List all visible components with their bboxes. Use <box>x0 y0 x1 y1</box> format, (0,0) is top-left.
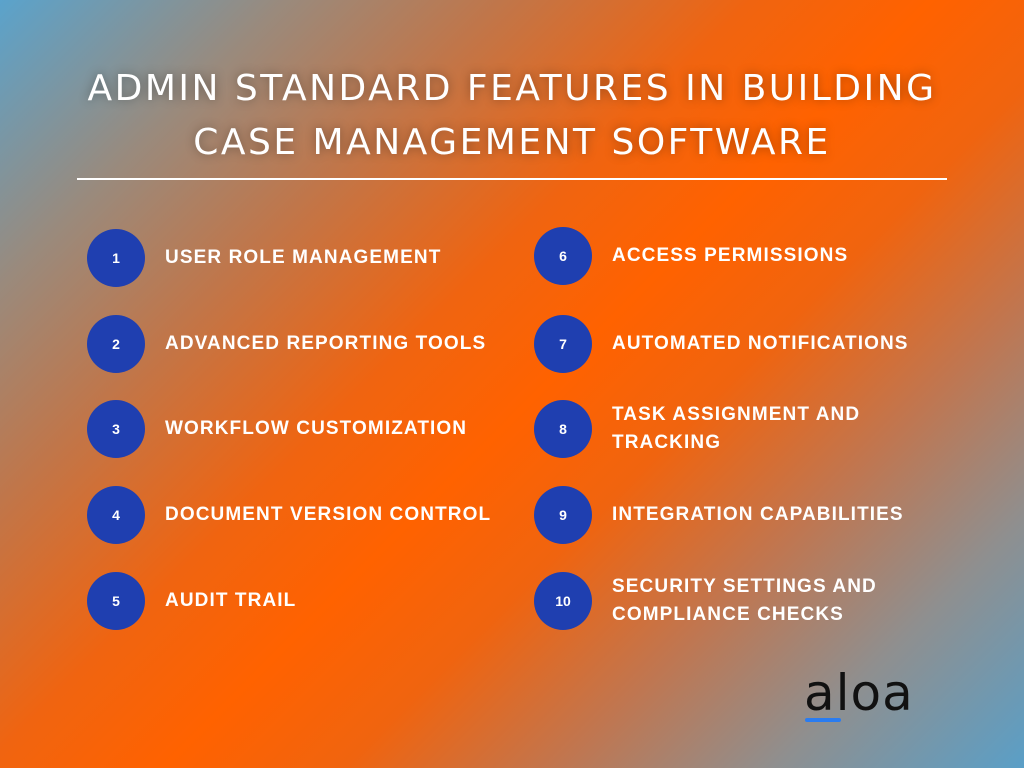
feature-label: ACCESS PERMISSIONS <box>612 245 849 266</box>
feature-item-8: 8 TASK ASSIGNMENT AND TRACKING <box>534 400 912 458</box>
number-badge: 5 <box>87 572 145 630</box>
feature-item-2: 2 ADVANCED REPORTING TOOLS <box>87 315 505 373</box>
feature-item-4: 4 DOCUMENT VERSION CONTROL <box>87 486 505 544</box>
number-badge: 6 <box>534 227 592 285</box>
feature-item-9: 9 INTEGRATION CAPABILITIES <box>534 486 952 544</box>
feature-label: DOCUMENT VERSION CONTROL <box>165 504 492 525</box>
feature-item-3: 3 WORKFLOW CUSTOMIZATION <box>87 400 505 458</box>
title-divider <box>77 178 947 180</box>
feature-label: ADVANCED REPORTING TOOLS <box>165 333 487 354</box>
feature-label: TASK ASSIGNMENT AND TRACKING <box>612 404 861 453</box>
feature-item-6: 6 ACCESS PERMISSIONS <box>534 227 952 285</box>
number-badge: 9 <box>534 486 592 544</box>
feature-item-10: 10 SECURITY SETTINGS AND COMPLIANCE CHEC… <box>534 572 912 630</box>
number-badge: 1 <box>87 229 145 287</box>
number-badge: 2 <box>87 315 145 373</box>
number-badge: 4 <box>87 486 145 544</box>
feature-item-1: 1 USER ROLE MANAGEMENT <box>87 229 505 287</box>
feature-label: WORKFLOW CUSTOMIZATION <box>165 418 468 439</box>
feature-item-7: 7 AUTOMATED NOTIFICATIONS <box>534 315 952 373</box>
feature-label: INTEGRATION CAPABILITIES <box>612 504 904 525</box>
feature-label: AUTOMATED NOTIFICATIONS <box>612 333 909 354</box>
logo-underline <box>805 718 841 722</box>
page-title: ADMIN STANDARD FEATURES IN BUILDING CASE… <box>0 62 1024 170</box>
aloa-logo: aloa <box>804 664 914 722</box>
number-badge: 7 <box>534 315 592 373</box>
title-line-2: CASE MANAGEMENT SOFTWARE <box>193 122 831 163</box>
number-badge: 3 <box>87 400 145 458</box>
number-badge: 8 <box>534 400 592 458</box>
feature-label: AUDIT TRAIL <box>165 590 297 611</box>
number-badge: 10 <box>534 572 592 630</box>
feature-label: SECURITY SETTINGS AND COMPLIANCE CHECKS <box>612 576 877 625</box>
feature-item-5: 5 AUDIT TRAIL <box>87 572 505 630</box>
feature-label: USER ROLE MANAGEMENT <box>165 247 442 268</box>
title-line-1: ADMIN STANDARD FEATURES IN BUILDING <box>87 68 937 109</box>
